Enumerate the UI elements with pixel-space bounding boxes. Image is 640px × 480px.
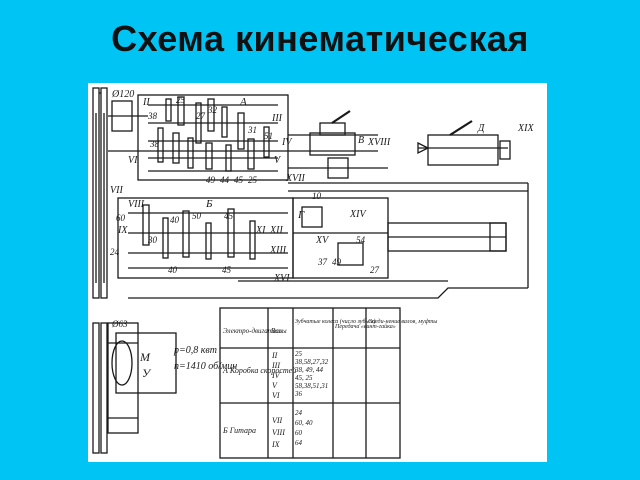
shaft-label-XVIII: XVIII: [367, 137, 391, 148]
gear-label-37: 37: [317, 257, 328, 267]
table-row-b-teeth-1: 24: [295, 409, 303, 417]
shaft-label-VII: VII: [110, 185, 123, 196]
shaft-label-XV: XV: [315, 235, 330, 246]
gear-label-38a: 38: [147, 111, 158, 121]
unit-label-V: В: [358, 135, 364, 146]
table-header-shafts: Валы: [271, 327, 287, 335]
gear-label-40: 40: [170, 215, 180, 225]
table-row-b-shaft-3: IX: [271, 440, 281, 449]
shaft-label-XII: XII: [269, 225, 283, 236]
slide-title: Схема кинематическая: [111, 18, 529, 59]
table-row-b-teeth-4: 64: [295, 439, 303, 447]
shaft-label-XIX: XIX: [517, 123, 534, 134]
gear-label-54: 54: [356, 235, 366, 245]
gear-label-27b: 27: [370, 265, 380, 275]
shaft-label-XVI: XVI: [273, 273, 290, 284]
table-row-a-teeth-4: 45, 25: [295, 374, 313, 382]
spindle-pulley: Ø120: [108, 89, 148, 132]
shaft-label-XIII: XIII: [269, 245, 287, 256]
table-header-coupling: Соеди-нение валов, муфты: [368, 318, 437, 325]
headstock-box: II А 25 32 38 27 51 31 38 49 44 45 25 II…: [128, 94, 293, 185]
gear-quadrant-box: VIII Б 60 40 50 45 30 40 45 24 IX VII XI…: [110, 185, 294, 279]
shaft-label-VI: VI: [128, 155, 138, 166]
table-row-b-shaft-1: VII: [272, 416, 283, 425]
shaft-label-III: III: [271, 113, 283, 124]
table-row-b-teeth-2: 60, 40: [295, 419, 313, 427]
table-row-a-teeth-3: 38, 49, 44: [294, 366, 324, 374]
gear-label-44: 44: [220, 175, 230, 185]
unit-label-B: Б: [205, 198, 213, 210]
gear-label-45c: 45: [222, 265, 232, 275]
table-row-a-shaft-2: III: [271, 361, 280, 370]
table-row-a-teeth-6: 36: [294, 390, 303, 398]
gear-label-25b: 25: [248, 175, 258, 185]
table-row-a-teeth-2: 38,58,27,32: [294, 358, 329, 366]
motor-power: p=0,8 квт: [173, 345, 217, 356]
table-row-a-teeth-5: 58,38,51,31: [295, 382, 328, 390]
gear-label-30: 30: [147, 235, 158, 245]
unit-label-G: Г: [297, 209, 305, 221]
gear-label-24: 24: [110, 247, 120, 257]
unit-label-A: А: [239, 96, 247, 108]
gear-label-31: 31: [247, 125, 257, 135]
table-row-a-shaft-3: IV: [271, 371, 281, 380]
gear-label-45b: 45: [224, 211, 234, 221]
lathe-bed: [128, 182, 529, 299]
motor-letter-M: М: [139, 350, 151, 364]
table-row-a-shaft-1: II: [271, 351, 278, 360]
gear-label-32: 32: [207, 105, 218, 115]
shaft-label-V: V: [274, 155, 282, 166]
gear-label-25: 25: [176, 95, 186, 105]
kinematic-diagram-svg: Ø120 II А 25 32: [92, 87, 534, 459]
gear-label-40b: 40: [168, 265, 178, 275]
gear-label-45a: 45: [234, 175, 244, 185]
lead-screw: [238, 222, 507, 282]
motor-speed: n=1410 об/мин: [174, 361, 237, 372]
gear-label-49b: 49: [332, 257, 342, 267]
tool-post: В XVIII: [288, 110, 391, 179]
shaft-label-IX: IX: [117, 225, 128, 236]
motor-letter-U: У: [142, 366, 152, 380]
spec-table: Электро-двигатель Валы Зубчатые колеса (…: [219, 307, 437, 459]
gear-label-10: 10: [312, 191, 322, 201]
electric-motor: Ø63 М У p=0,8 квт n=1410 об/мин: [107, 319, 237, 434]
gear-label-51: 51: [264, 131, 273, 141]
table-row-a-teeth-1: 25: [295, 350, 303, 358]
table-row-a-unit: А Коробка скоростей: [222, 366, 296, 375]
shaft-label-IV: IV: [281, 137, 293, 148]
gear-label-60: 60: [116, 213, 126, 223]
dim-label-63: Ø63: [111, 319, 128, 329]
table-row-b-shaft-2: VIII: [272, 428, 285, 437]
shaft-label-II: II: [142, 97, 150, 108]
dim-label-120: Ø120: [111, 89, 134, 100]
table-row-b-teeth-3: 60: [295, 429, 303, 437]
table-row-a-shaft-5: VI: [272, 391, 280, 400]
apron-block: Г 10 54 37 49 27 XIV XV XVI XVII: [273, 173, 389, 284]
gear-label-27: 27: [196, 111, 206, 121]
shaft-label-VIII: VIII: [128, 199, 145, 210]
table-row-b-unit: Б Гитара: [222, 426, 256, 435]
left-belt-bars: [92, 87, 108, 454]
kinematic-diagram: Ø120 II А 25 32: [88, 83, 547, 462]
shaft-label-XIV: XIV: [349, 209, 367, 220]
table-header-screw: Передача «винт-гайка»: [334, 323, 396, 330]
table-header-motor: Электро-двигатель: [223, 327, 282, 335]
tailstock: Д XIX: [417, 120, 534, 166]
unit-label-D: Д: [477, 123, 485, 134]
shaft-label-XVII: XVII: [285, 173, 306, 184]
gear-label-49: 49: [206, 175, 216, 185]
shaft-label-XI: XI: [255, 225, 266, 236]
gear-label-50: 50: [192, 211, 202, 221]
table-row-a-shaft-4: V: [272, 381, 278, 390]
table-header-teeth: Зубчатые колеса (число зубьев): [295, 318, 375, 325]
gear-label-38b: 38: [149, 139, 160, 149]
